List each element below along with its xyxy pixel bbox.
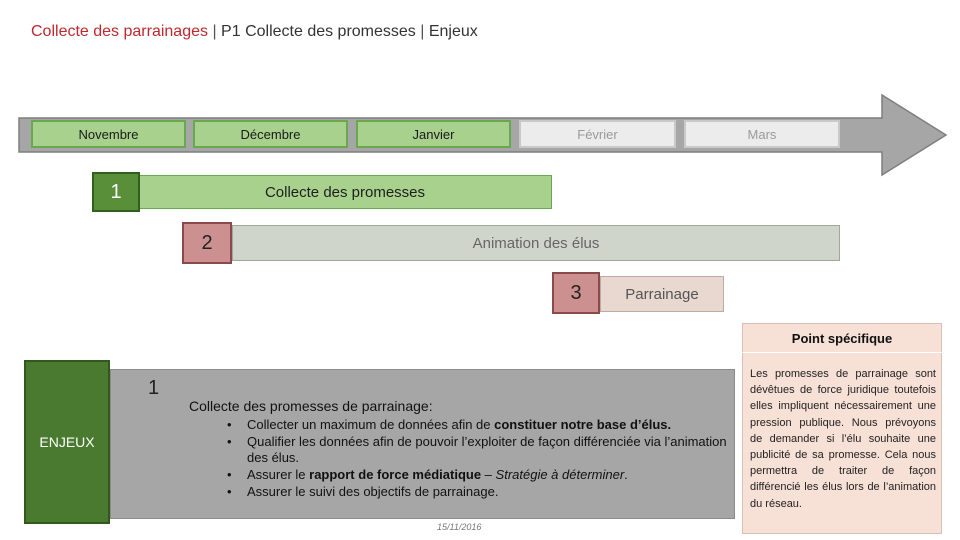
month-fevrier: Février: [519, 120, 676, 148]
month-mars: Mars: [684, 120, 840, 148]
phase-2-bar: Animation des élus: [232, 225, 840, 261]
point-specifique-title: Point spécifique: [791, 331, 893, 346]
list-item: •Assurer le rapport de force médiatique …: [227, 467, 727, 483]
phase-1-number: 1: [92, 172, 140, 212]
item-italic: Stratégie à déterminer: [495, 467, 625, 482]
item-emphasis: rapport de force médiatique: [309, 467, 482, 482]
month-novembre: Novembre: [31, 120, 186, 148]
item-text: Qualifier les données afin de pouvoir l’…: [247, 434, 727, 465]
item-text: Assurer le: [247, 467, 310, 482]
title-separator: |: [415, 23, 429, 40]
enjeux-label: ENJEUX: [24, 360, 110, 524]
bullet-icon: •: [227, 434, 232, 449]
date-footer: 15/11/2016: [437, 522, 482, 532]
point-divider: [742, 352, 942, 353]
title-separator: |: [208, 23, 222, 40]
phase-2-number: 2: [182, 222, 232, 264]
enjeu-bullet-list: • Collecter un maximum de données afin de…: [227, 417, 727, 501]
list-item: • Collecter un maximum de données afin de…: [227, 417, 727, 433]
phase-3-number: 3: [552, 272, 600, 314]
bullet-icon: •: [227, 484, 232, 499]
enjeux-content-box: [110, 369, 735, 519]
page-title: Collecte des parrainages | P1 Collecte d…: [31, 23, 478, 41]
item-text: Collecter un maximum de données afin de: [247, 417, 495, 432]
point-specifique-text: Les promesses de parrainage sont dévêtue…: [750, 368, 936, 510]
month-decembre: Décembre: [193, 120, 348, 148]
item-emphasis: constituer notre base d’élus.: [494, 417, 672, 432]
point-specifique-box: [742, 323, 942, 534]
list-item: • Assurer le suivi des objectifs de parra…: [227, 484, 727, 500]
item-text: –: [481, 467, 496, 482]
phase-3-bar: Parrainage: [600, 276, 724, 312]
bullet-icon: •: [227, 417, 232, 432]
item-text: .: [624, 467, 628, 482]
item-text: Assurer le suivi des objectifs de parrai…: [247, 484, 499, 499]
bullet-icon: •: [227, 467, 232, 482]
timeline-arrow: [18, 93, 948, 177]
enjeu-heading: Collecte des promesses de parrainage:: [189, 398, 433, 414]
title-part-enjeux: Enjeux: [428, 23, 478, 40]
title-part-collecte: Collecte des parrainages: [31, 23, 208, 40]
phase-1-bar: Collecte des promesses: [138, 175, 552, 209]
month-janvier: Janvier: [356, 120, 511, 148]
title-part-p1: P1 Collecte des promesses: [221, 23, 416, 40]
enjeu-number: 1: [148, 377, 160, 399]
list-item: • Qualifier les données afin de pouvoir l…: [227, 434, 727, 466]
